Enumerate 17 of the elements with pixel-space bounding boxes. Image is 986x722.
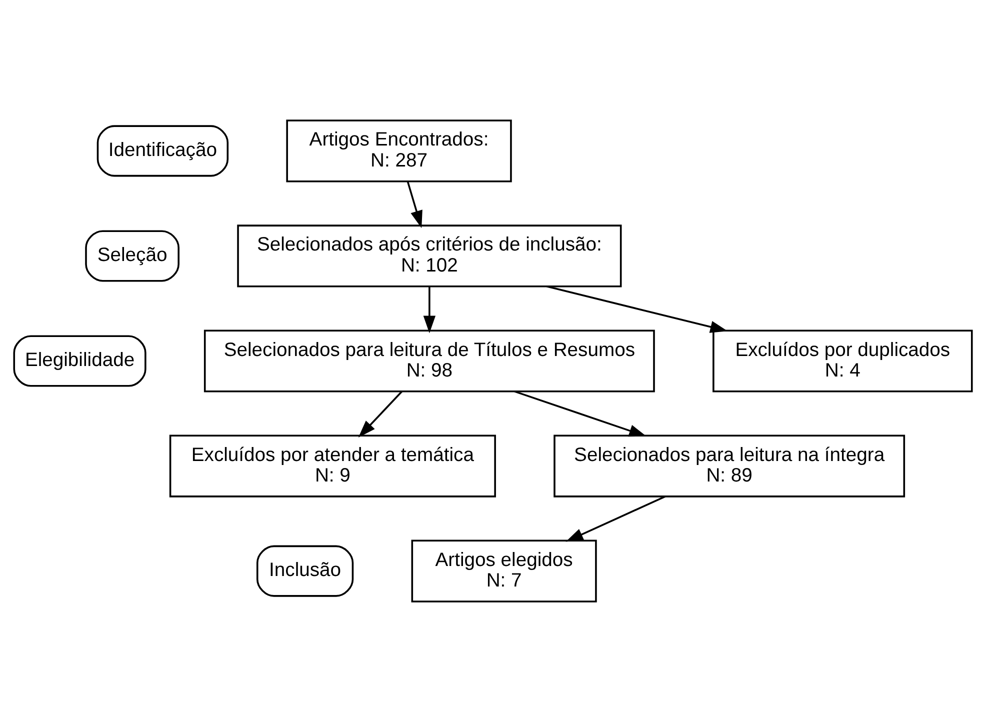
arrow	[406, 181, 422, 228]
node-box: Identificação	[96, 125, 229, 177]
arrow	[546, 286, 728, 333]
node-box: Inclusão	[256, 545, 354, 597]
node-box: Seleção	[85, 230, 180, 282]
node-box: Excluídos por duplicados N: 4	[712, 330, 973, 392]
arrow	[358, 390, 403, 438]
node-box: Elegibilidade	[13, 335, 146, 387]
node-box: Selecionados após critérios de inclusão: N: 102	[237, 224, 622, 288]
arrow	[423, 286, 436, 334]
node-box: Artigos elegidos N: 7	[411, 540, 597, 602]
node-box: Selecionados para leitura na íntegra N: 89	[554, 434, 906, 498]
arrow	[514, 390, 647, 437]
node-box: Excluídos por atender a temática N: 9	[169, 434, 496, 498]
arrow	[566, 496, 666, 542]
node-box: Selecionados para leitura de Títulos e Resumos N: 98	[204, 330, 655, 392]
node-box: Artigos Encontrados: N: 287	[286, 120, 512, 182]
